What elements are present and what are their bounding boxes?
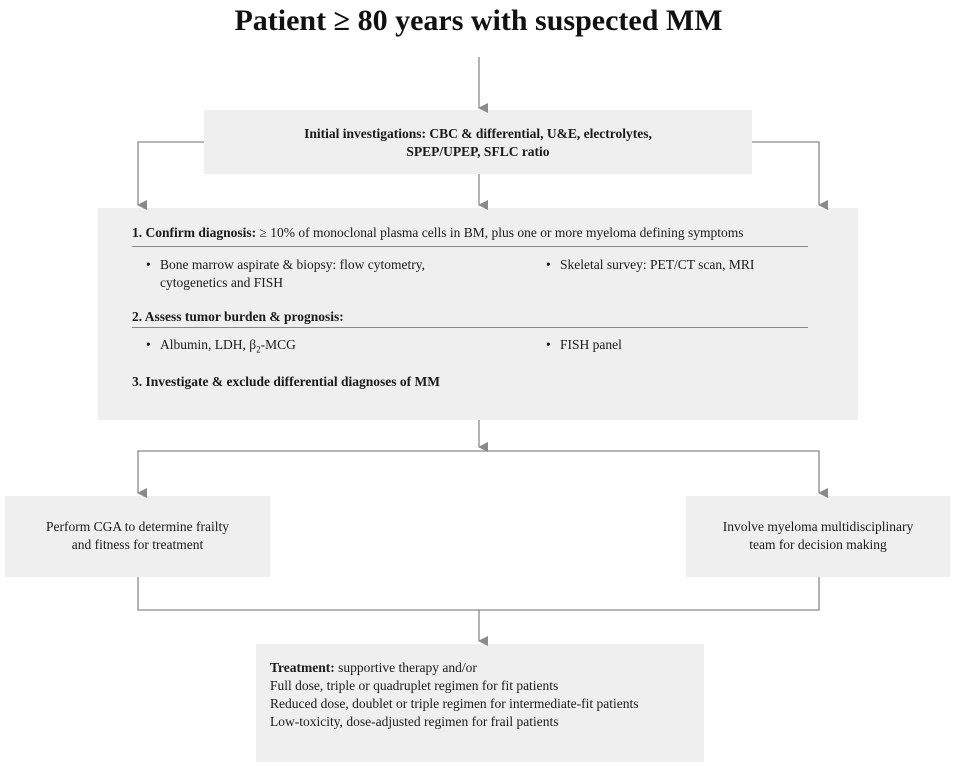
treatment-intermediate-fit: Reduced dose, doublet or triple regimen … (270, 696, 639, 711)
arrow-split-to-cga (137, 450, 479, 498)
cga-box (5, 496, 270, 577)
albumin-ldh-bullet: Albumin, LDH, β2-MCG (146, 336, 296, 359)
arrow-initial-left (137, 141, 204, 210)
treatment-frail: Low-toxicity, dose-adjusted regimen for … (270, 714, 559, 729)
beta2-subscript: 2 (256, 344, 261, 355)
initial-investigations-line2: SPEP/UPEP, SFLC ratio (406, 144, 550, 159)
cga-line1: Perform CGA to determine frailty (46, 519, 229, 534)
albumin-ldh-suffix: -MCG (260, 337, 296, 352)
mdt-line2: team for decision making (749, 537, 887, 552)
initial-investigations-box (204, 110, 752, 174)
merge-line (137, 577, 820, 611)
skeletal-survey-bullet: Skeletal survey: PET/CT scan, MRI (546, 256, 754, 274)
confirm-diagnosis-heading: 1. Confirm diagnosis: (132, 225, 257, 240)
diagnosis-workup-box (98, 208, 858, 420)
confirm-diagnosis-rule (132, 246, 808, 247)
confirm-diagnosis-text: 1. Confirm diagnosis: ≥ 10% of monoclona… (132, 224, 743, 242)
treatment-heading: Treatment: (270, 660, 335, 675)
treatment-intro: Treatment: supportive therapy and/or (270, 659, 477, 677)
mdt-line1: Involve myeloma multidisciplinary (722, 519, 914, 534)
initial-investigations-line1: Initial investigations: CBC & differenti… (304, 126, 652, 141)
fish-panel-bullet: FISH panel (546, 336, 622, 354)
flowchart-title: Patient ≥ 80 years with suspected MM (234, 4, 723, 37)
bone-marrow-bullet: Bone marrow aspirate & biopsy: flow cyto… (146, 256, 425, 274)
confirm-diagnosis-criteria: ≥ 10% of monoclonal plasma cells in BM, … (256, 225, 744, 240)
arrow-split-to-mdt (479, 450, 828, 498)
bone-marrow-bullet-cont: cytogenetics and FISH (160, 275, 283, 290)
mdt-box (686, 496, 950, 577)
assess-tumor-heading: 2. Assess tumor burden & prognosis: (132, 309, 344, 324)
cga-line2: and fitness for treatment (71, 537, 204, 552)
treatment-box (256, 644, 704, 762)
albumin-ldh-prefix: Albumin, LDH, β (160, 337, 257, 352)
arrow-initial-right (752, 141, 828, 210)
investigate-differential-heading: 3. Investigate & exclude differential di… (132, 374, 440, 389)
treatment-intro-text: supportive therapy and/or (334, 660, 477, 675)
treatment-fit: Full dose, triple or quadruplet regimen … (270, 678, 559, 693)
assess-tumor-rule (132, 327, 808, 328)
